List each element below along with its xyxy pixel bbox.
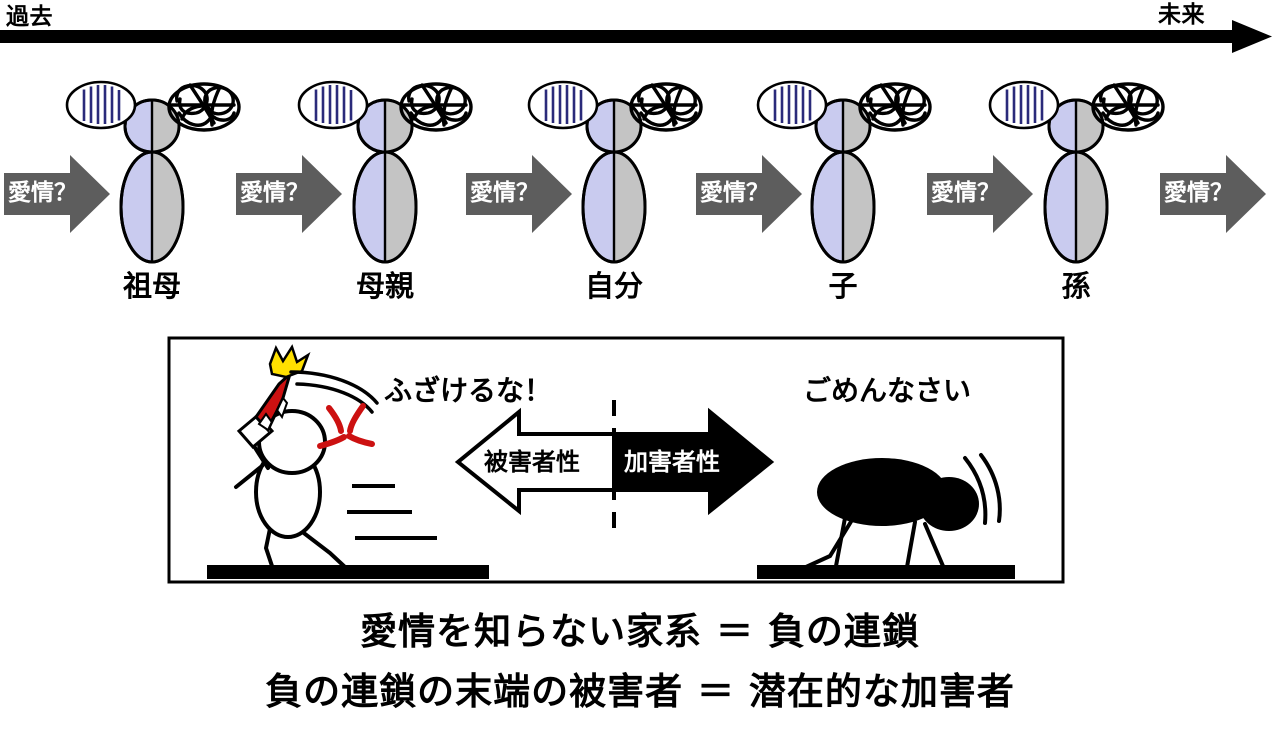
- caption-line-2: 負の連鎖の末端の被害者 ＝ 潜在的な加害者: [265, 670, 1015, 713]
- bowing-torso: [817, 458, 947, 526]
- anger-mark-icon: [317, 403, 375, 449]
- generation-figure-3: [581, 98, 647, 264]
- striped-thought-bubble-4: [756, 80, 828, 130]
- apologizing-figure: [757, 453, 1015, 579]
- generation-label-2: 母親: [355, 269, 414, 303]
- speed-lines-icon: [347, 484, 437, 540]
- scribble-thought-bubble-3: [629, 82, 703, 132]
- scribble-thought-bubble-5: [1091, 82, 1165, 132]
- generation-figure-1: [119, 98, 185, 264]
- motion-lines-icon: [963, 453, 1002, 525]
- generation-figure-2: [352, 98, 418, 264]
- apology-speech-text: ごめんなさい: [803, 374, 972, 407]
- angry-speech-text: ふざけるな！: [384, 374, 553, 407]
- love-arrow-label-2: 愛情？: [240, 180, 309, 206]
- generation-label-4: 子: [828, 269, 858, 303]
- ground-bar-left: [207, 565, 489, 579]
- generation-figure-4: [810, 98, 876, 264]
- love-arrow-label-1: 愛情？: [8, 180, 77, 206]
- love-arrow-label-3: 愛情？: [470, 180, 539, 206]
- timeline-future-label: 未来: [1158, 2, 1205, 28]
- ground-bar-right: [757, 565, 1015, 579]
- victim-offender-spectrum: [454, 400, 775, 528]
- scribble-thought-bubble-2: [399, 82, 473, 132]
- love-arrow-label-5: 愛情？: [931, 180, 1000, 206]
- love-arrow-label-6: 愛情？: [1164, 180, 1233, 206]
- striped-thought-bubble-1: [65, 80, 137, 130]
- striped-thought-bubble-5: [988, 80, 1060, 130]
- perpetratorhood-arrow: [612, 407, 775, 516]
- striped-thought-bubble-3: [527, 80, 599, 130]
- caption-line-1: 愛情を知らない家系 ＝ 負の連鎖: [360, 610, 920, 653]
- timeline-axis: [0, 20, 1272, 53]
- bowing-head: [919, 477, 979, 531]
- generation-label-1: 祖母: [122, 269, 181, 303]
- victimhood-arrow: [454, 407, 616, 516]
- scribble-thought-bubble-1: [167, 82, 241, 132]
- scribble-thought-bubble-4: [858, 82, 932, 132]
- love-arrow-label-4: 愛情？: [700, 180, 769, 206]
- flash-burst-icon: [268, 344, 311, 379]
- striped-thought-bubble-2: [297, 80, 369, 130]
- generation-label-5: 孫: [1061, 269, 1091, 303]
- timeline-past-label: 過去: [6, 4, 53, 30]
- generation-figure-5: [1043, 98, 1109, 264]
- perpetratorhood-label: 加害者性: [624, 448, 720, 476]
- generation-label-3: 自分: [584, 269, 643, 303]
- victimhood-label: 被害者性: [484, 448, 580, 476]
- attacker-figure: [207, 344, 489, 579]
- swing-arc-icon: [289, 370, 379, 414]
